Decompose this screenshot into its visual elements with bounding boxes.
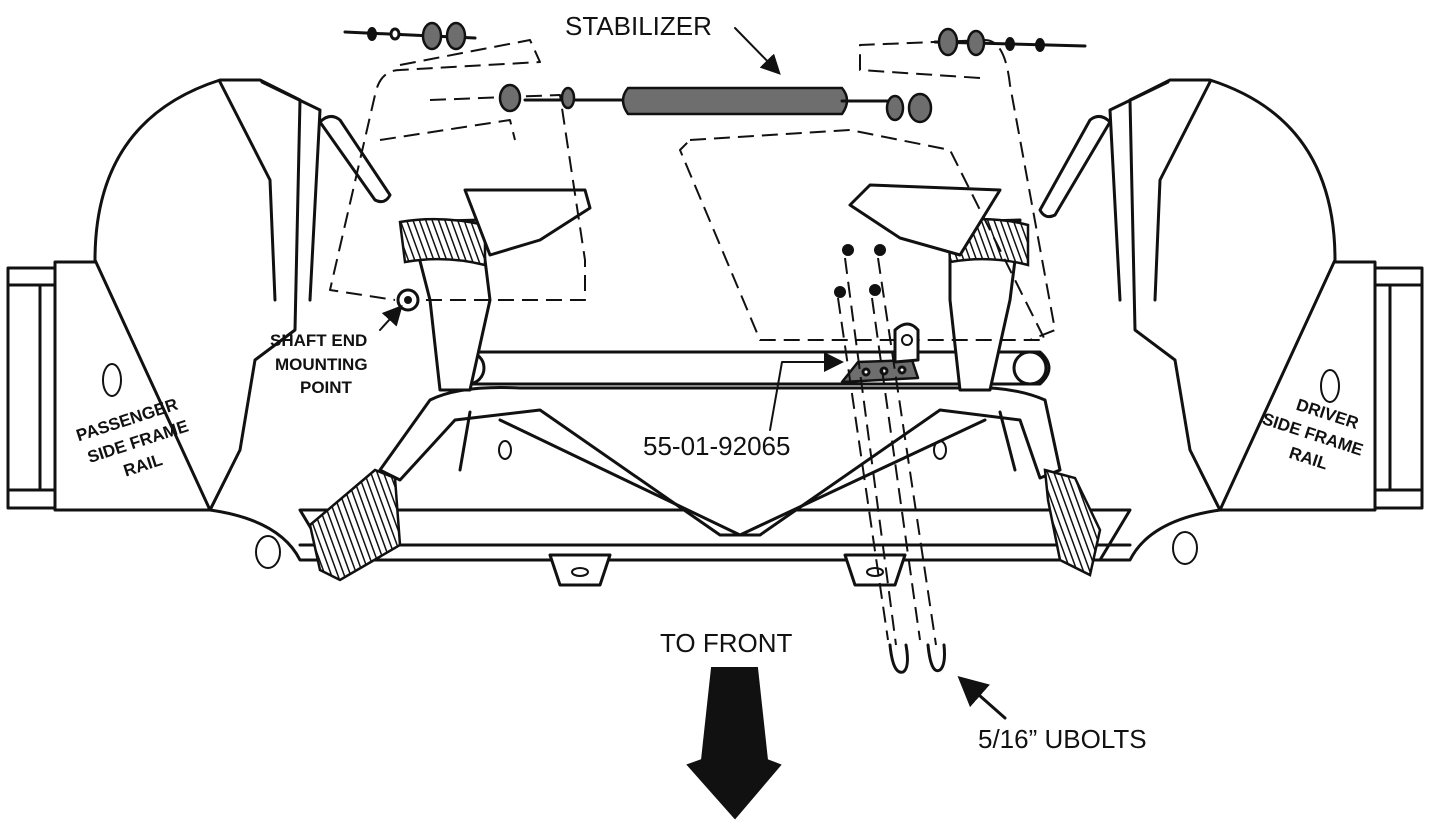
passenger-spring-bracket — [398, 188, 592, 392]
driver-spring-bracket — [848, 183, 1030, 392]
driver-side-frame-rail — [1048, 78, 1424, 562]
stabilizer — [498, 83, 933, 124]
shaft-end-mounting-point — [396, 288, 420, 312]
shaft-end-leader-arrow — [379, 305, 403, 331]
to-front-arrow — [686, 667, 782, 820]
ubolts-label: 5/16” UBOLTS — [978, 724, 1147, 754]
passenger-sway-link — [318, 115, 392, 204]
shaft-end-label-line1: SHAFT END — [270, 331, 367, 350]
stabilizer-leader-arrow — [734, 27, 781, 75]
shaft-end-label-line3: POINT — [300, 378, 353, 397]
mounting-bracket — [840, 322, 920, 384]
stabilizer-label: STABILIZER — [565, 11, 712, 41]
u-bolts — [834, 244, 946, 674]
passenger-side-frame-rail — [6, 78, 382, 562]
stabilizer-cylinder — [621, 86, 849, 116]
driver-sway-link — [1038, 115, 1112, 219]
ubolts-leader-arrow — [957, 676, 1007, 720]
part-number-label: 55-01-92065 — [643, 431, 790, 461]
stabilizer-hardware-left — [343, 21, 477, 51]
passenger-lower-pad — [308, 468, 402, 582]
stabilizer-hardware-right — [933, 27, 1087, 57]
frame-rail-hole — [102, 363, 122, 397]
driver-lower-pad — [1043, 468, 1102, 577]
frame-rail-hole — [1320, 369, 1340, 403]
shaft-end-label-line2: MOUNTING — [275, 355, 368, 374]
part-number-leader-arrow — [769, 352, 844, 431]
to-front-label: TO FRONT — [660, 628, 793, 658]
